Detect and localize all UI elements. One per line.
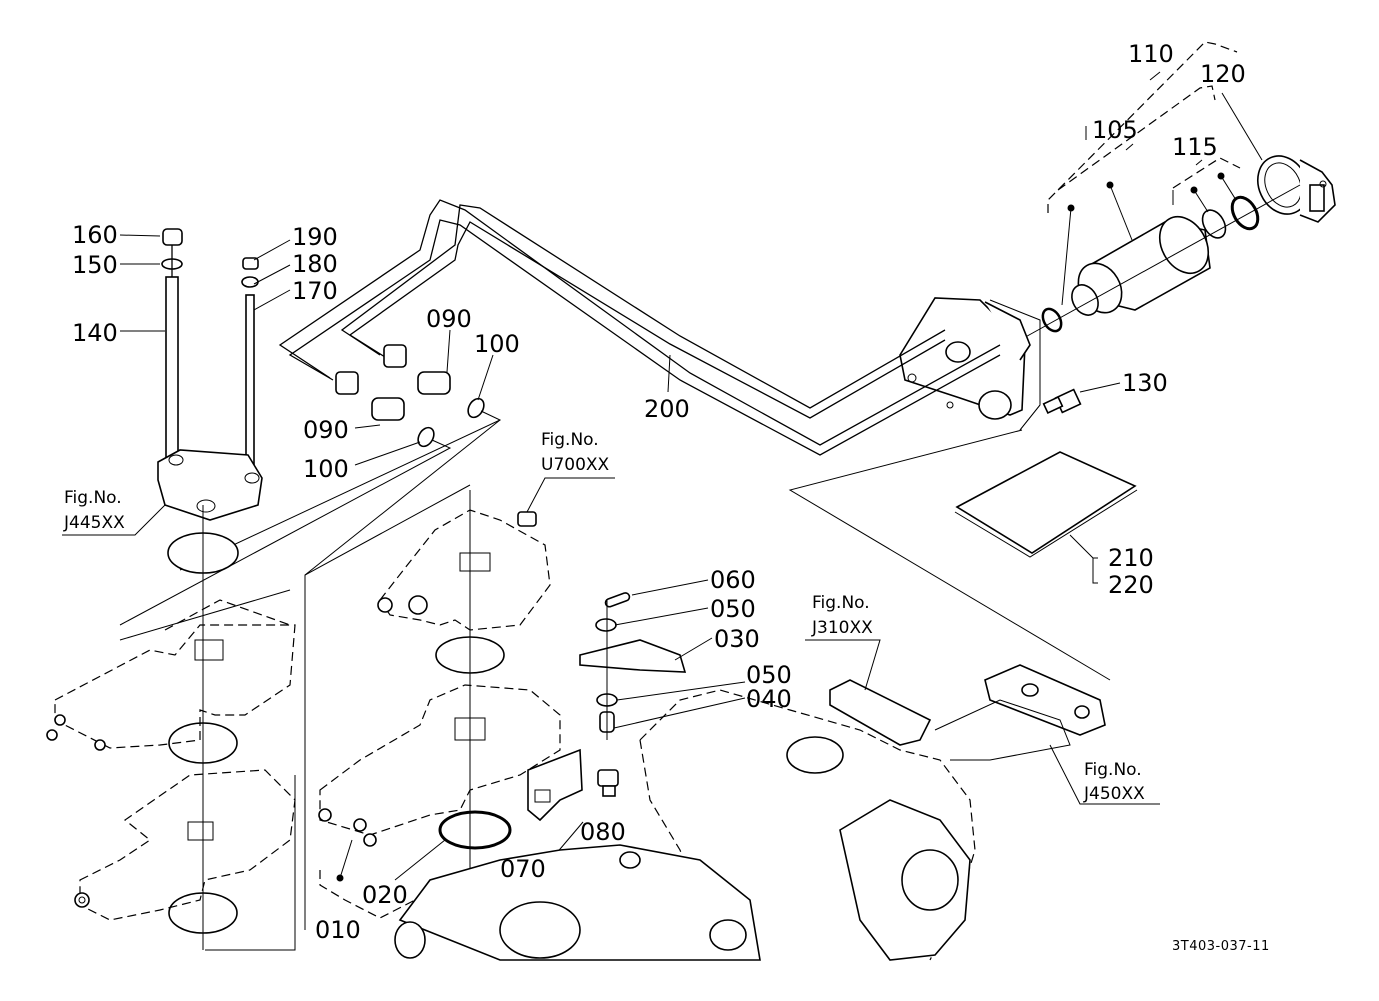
leader-j310xx (805, 639, 881, 691)
leader-120 (1221, 92, 1263, 161)
part-labels: 110 120 105 115 160 150 140 190 180 170 … (72, 40, 1246, 944)
label-140: 140 (72, 319, 118, 347)
lever-parts (579, 579, 746, 740)
figure-ref-prefix: Fig.No. (1084, 760, 1142, 780)
label-060: 060 (710, 566, 756, 594)
label-100-upper: 100 (474, 330, 520, 358)
label-050-upper: 050 (710, 595, 756, 623)
figure-ref-code[interactable]: J450XX (1083, 784, 1145, 804)
label-090-lower: 090 (303, 416, 349, 444)
label-130: 130 (1122, 369, 1168, 397)
fitting-130 (1042, 388, 1082, 414)
label-105: 105 (1092, 116, 1138, 144)
label-100-lower: 100 (303, 455, 349, 483)
figure-ref-code[interactable]: J445XX (63, 513, 125, 533)
leader-j445xx (62, 504, 166, 536)
pipe-200 (278, 199, 1001, 456)
leader-210-220 (1069, 534, 1098, 584)
plug-080 (597, 769, 619, 797)
transmission-housing (394, 689, 976, 961)
label-080: 080 (580, 818, 626, 846)
clamp-120 (1257, 155, 1336, 223)
assembly-bracket-105 (1057, 85, 1216, 191)
axis-line (1019, 184, 1301, 341)
drawing-code: 3T403-037-11 (1172, 939, 1270, 954)
figure-ref-code[interactable]: U700XX (541, 455, 610, 475)
leader-130 (1079, 382, 1121, 393)
lever-rods-right (829, 664, 1106, 761)
control-valve-left-lower (74, 769, 296, 951)
gasket-kit-210-220 (954, 451, 1138, 558)
assembly-bracket-110 (1047, 41, 1238, 213)
o-rings-115 (1190, 172, 1260, 239)
figure-ref-prefix: Fig.No. (541, 430, 599, 450)
figure-ref-code[interactable]: J310XX (811, 618, 873, 638)
label-115: 115 (1172, 133, 1218, 161)
figure-ref-prefix: Fig.No. (812, 593, 870, 613)
o-ring-020 (438, 810, 512, 850)
cover-plate (157, 449, 263, 521)
label-090-upper: 090 (426, 305, 472, 333)
label-050-lower: 050 (746, 661, 792, 689)
reference-lines (788, 404, 1111, 681)
figure-ref-u700xx[interactable]: Fig.No. U700XX (541, 430, 610, 475)
label-150: 150 (72, 251, 118, 279)
control-valve-010 (318, 684, 561, 847)
figure-ref-j450xx[interactable]: Fig.No. J450XX (1083, 760, 1145, 804)
assembly-bracket-115 (1172, 157, 1241, 205)
label-190: 190 (292, 223, 338, 251)
label-110: 110 (1128, 40, 1174, 68)
label-020: 020 (362, 881, 408, 909)
bracket-070 (527, 748, 583, 822)
leader-200 (667, 354, 671, 393)
label-220: 220 (1108, 571, 1154, 599)
control-valve-upper-center (377, 509, 551, 631)
figure-ref-j445xx[interactable]: Fig.No. J445XX (63, 488, 125, 533)
frame-lines (304, 419, 501, 930)
label-170: 170 (292, 277, 338, 305)
filter-head-block (899, 297, 1041, 431)
label-010: 010 (315, 916, 361, 944)
label-200: 200 (644, 395, 690, 423)
label-120: 120 (1200, 60, 1246, 88)
label-180: 180 (292, 250, 338, 278)
studs-140-190 (119, 228, 291, 466)
label-030: 030 (714, 625, 760, 653)
leader-020 (394, 839, 446, 881)
label-160: 160 (72, 221, 118, 249)
leader-j450xx (1049, 744, 1160, 805)
leader-u700xx (526, 477, 615, 513)
figure-ref-prefix: Fig.No. (64, 488, 122, 508)
label-040: 040 (746, 685, 792, 713)
figure-ref-j310xx[interactable]: Fig.No. J310XX (811, 593, 873, 638)
filter-cartridge-105 (1041, 181, 1211, 333)
label-070: 070 (500, 855, 546, 883)
bracket-010 (319, 870, 416, 919)
label-210: 210 (1108, 544, 1154, 572)
control-valve-left-upper (46, 589, 296, 751)
